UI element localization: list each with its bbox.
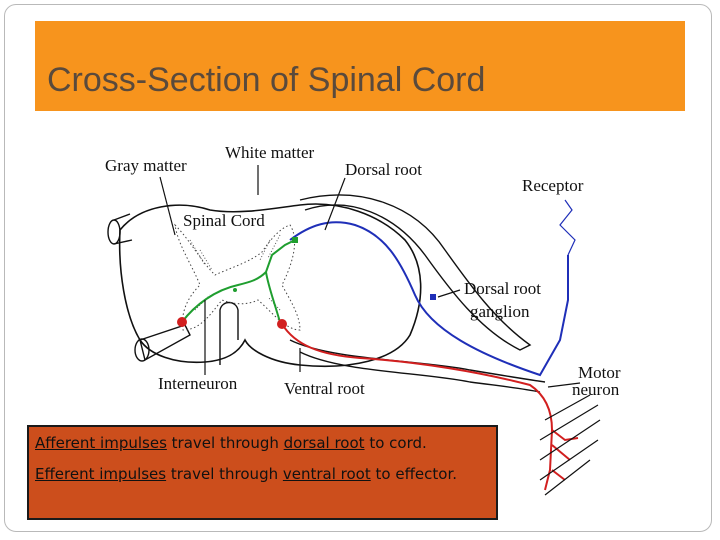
caption-line-efferent: Efferent impulses travel through ventral… bbox=[35, 465, 457, 483]
label-dorsal-root-ganglion-1: Dorsal root bbox=[464, 279, 541, 298]
dorsal-root-outline bbox=[299, 194, 532, 351]
label-arrows bbox=[159, 165, 581, 388]
spinal-cord-diagram: Gray matter White matter Dorsal root Rec… bbox=[105, 143, 621, 496]
label-spinal-cord: Spinal Cord bbox=[183, 211, 265, 230]
term-ventral-root: ventral root bbox=[282, 465, 371, 483]
caption-box: Afferent impulses travel through dorsal … bbox=[27, 425, 498, 520]
title-bar: Cross-Section of Spinal Cord bbox=[35, 21, 685, 111]
ventral-tube bbox=[139, 324, 191, 362]
spinal-cord-outline bbox=[118, 203, 422, 368]
label-interneuron: Interneuron bbox=[158, 374, 238, 393]
label-white-matter: White matter bbox=[225, 143, 315, 162]
label-dorsal-root: Dorsal root bbox=[345, 160, 422, 179]
cord-cut-top bbox=[107, 219, 121, 245]
interneuron-path bbox=[181, 239, 296, 323]
label-ventral-root: Ventral root bbox=[284, 379, 365, 398]
sensory-neuron-path bbox=[289, 221, 569, 377]
ventral-root-outline bbox=[289, 339, 546, 393]
label-dorsal-root-ganglion-2: ganglion bbox=[470, 302, 530, 321]
label-motor-neuron-2: neuron bbox=[572, 380, 620, 399]
motor-neuron-path bbox=[281, 323, 579, 491]
label-receptor: Receptor bbox=[522, 176, 584, 195]
caption-line-afferent: Afferent impulses travel through dorsal … bbox=[35, 434, 427, 452]
term-dorsal-root: dorsal root bbox=[283, 434, 365, 452]
receptor-icon bbox=[559, 199, 576, 256]
ganglion-dot bbox=[430, 294, 436, 300]
effector-muscle bbox=[539, 394, 601, 496]
label-gray-matter: Gray matter bbox=[105, 156, 187, 175]
gray-matter bbox=[174, 223, 301, 331]
slide-title: Cross-Section of Spinal Cord bbox=[47, 61, 486, 99]
term-efferent: Efferent impulses bbox=[35, 465, 167, 483]
label-motor-neuron-1: Motor bbox=[578, 363, 621, 382]
term-afferent: Afferent impulses bbox=[35, 434, 167, 452]
